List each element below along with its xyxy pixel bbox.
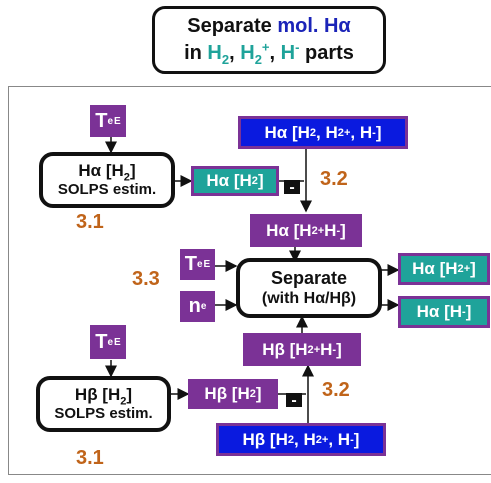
title-mol-halpha: mol. Hα xyxy=(277,15,351,37)
title-h-minus: H- xyxy=(280,39,300,64)
solps-halpha-label: Hα [H2] xyxy=(78,161,136,184)
subtract-sign-top: - xyxy=(284,180,300,196)
solps-estimate-hbeta-box: Hβ [H2] SOLPS estim. xyxy=(36,376,171,432)
title-comma-2: , xyxy=(269,42,281,64)
title-parts: parts xyxy=(299,42,354,64)
title-box: Separate mol. Hα in H2, H2+, H- parts xyxy=(152,6,386,74)
title-h2: H2 xyxy=(207,42,230,67)
step-label-3-3: 3.3 xyxy=(132,268,160,290)
subtract-sign-bottom: - xyxy=(286,393,302,409)
title-h2-plus: H2+ xyxy=(240,39,270,67)
diagram-frame xyxy=(8,86,491,475)
title-line-2: in H2, H2+, H- parts xyxy=(155,40,383,67)
solps-estimate-halpha-box: Hα [H2] SOLPS estim. xyxy=(39,152,175,208)
halpha-h-minus-output: Hα [H-] xyxy=(398,296,490,328)
separate-label: Separate xyxy=(270,267,348,288)
title-line-1: Separate mol. Hα xyxy=(155,13,383,40)
step-label-3-2-top: 3.2 xyxy=(320,168,348,190)
step-label-3-2-bottom: 3.2 xyxy=(322,379,350,401)
separate-box: Separate (with Hα/Hβ) xyxy=(236,258,382,318)
step-label-3-1-top: 3.1 xyxy=(76,211,104,233)
title-comma-1: , xyxy=(229,42,241,64)
solps-hbeta-label: Hβ [H2] xyxy=(74,385,133,408)
solps-halpha-sublabel: SOLPS estim. xyxy=(57,181,157,198)
separate-sublabel: (with Hα/Hβ) xyxy=(261,289,357,307)
title-in: in xyxy=(184,42,208,64)
solps-hbeta-sublabel: SOLPS estim. xyxy=(54,405,153,422)
title-separate: Separate xyxy=(187,15,278,37)
step-label-3-1-bottom: 3.1 xyxy=(76,447,104,469)
